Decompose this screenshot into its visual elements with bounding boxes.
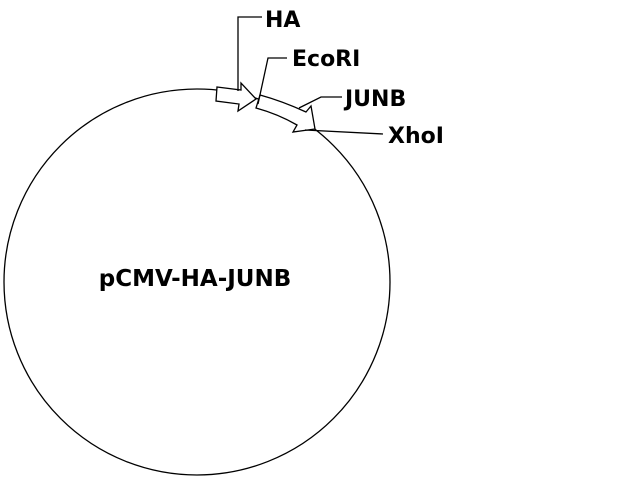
junb-label: JUNB — [343, 87, 406, 112]
ha-leader-line — [237, 16, 262, 91]
junb-feature-arrow — [255, 94, 316, 133]
ha-feature-arrow — [215, 81, 257, 113]
xhoi-label: XhoI — [388, 124, 444, 149]
junb-leader-line — [298, 96, 342, 109]
ecori-leader-line — [257, 57, 287, 105]
ha-label: HA — [265, 8, 300, 33]
ecori-label: EcoRI — [292, 47, 360, 72]
plasmid-backbone — [3, 88, 391, 476]
plasmid-name: pCMV-HA-JUNB — [99, 266, 292, 292]
xhoi-leader-line — [304, 129, 384, 135]
